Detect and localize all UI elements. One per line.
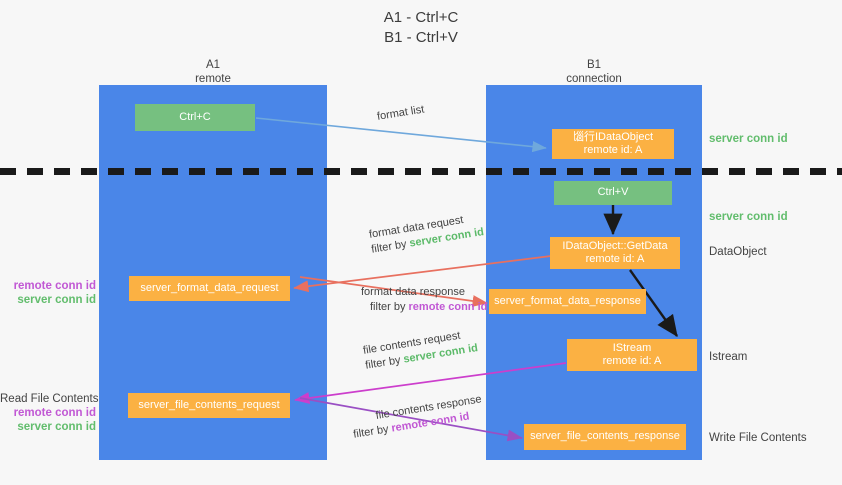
arrow-file-contents-response: [299, 397, 523, 442]
node-istream[interactable]: IStream remote id: A: [567, 339, 697, 371]
lane-header-b1: B1 connection: [494, 58, 694, 86]
node-ctrl-c[interactable]: Ctrl+C: [135, 104, 255, 131]
lane-b1-subtitle: connection: [566, 73, 622, 85]
node-server-file-contents-response[interactable]: server_file_contents_response: [524, 424, 686, 450]
title-line-2: B1 - Ctrl+V: [384, 29, 458, 46]
arrow-format-list: [255, 117, 547, 153]
note-server-conn-id-top: server conn id: [709, 133, 788, 145]
note-istream: Istream: [709, 351, 748, 363]
node-ctrl-v[interactable]: Ctrl+V: [554, 181, 672, 205]
node-idataobject[interactable]: 匘行IDataObject remote id: A: [552, 129, 674, 159]
note-format-server-conn-id: server conn id: [17, 294, 96, 306]
node-ctrl-v-label: Ctrl+V: [597, 186, 629, 199]
edge-label-format-data-response: format data response filter by remote co…: [361, 285, 487, 315]
node-server-file-contents-response-label: server_file_contents_response: [530, 430, 680, 443]
title-line-1: A1 - Ctrl+C: [383, 9, 459, 26]
node-idataobject-getdata[interactable]: IDataObject::GetData remote id: A: [550, 237, 680, 269]
node-server-format-data-response-label: server_format_data_response: [494, 294, 641, 307]
arrow-format-data-request: [293, 255, 552, 293]
edge-label-format-data-response-line1: format data response: [361, 286, 465, 298]
lane-b1-title: B1: [586, 59, 602, 71]
node-idataobject-line2: remote id: A: [583, 144, 643, 156]
node-server-file-contents-request[interactable]: server_file_contents_request: [128, 393, 290, 418]
node-server-file-contents-request-label: server_file_contents_request: [138, 398, 280, 411]
note-file-remote-conn-id: remote conn id: [13, 407, 96, 419]
node-ctrl-c-label: Ctrl+C: [179, 110, 211, 123]
node-idataobject-line1: 匘行IDataObject: [572, 130, 654, 143]
node-getdata-line1: IDataObject::GetData: [562, 239, 668, 252]
note-read-file-contents-heading: Read File Contents: [0, 393, 99, 405]
node-server-format-data-response[interactable]: server_format_data_response: [489, 289, 646, 314]
note-format-conn-ids: remote conn id server conn id: [0, 279, 96, 307]
note-file-server-conn-id: server conn id: [17, 421, 96, 433]
lane-header-a1: A1 remote: [113, 58, 313, 86]
arrow-getdata-to-istream: [629, 269, 678, 337]
node-server-format-data-request[interactable]: server_format_data_request: [129, 276, 290, 301]
arrow-format-data-response: [299, 276, 488, 307]
divider-dashed-line: [0, 168, 842, 175]
page-title: A1 - Ctrl+C B1 - Ctrl+V: [0, 8, 842, 48]
note-dataobject: DataObject: [709, 246, 767, 258]
node-istream-line2: remote id: A: [602, 355, 662, 367]
note-read-file-contents-group: Read File Contents remote conn id server…: [0, 392, 99, 434]
note-write-file-contents: Write File Contents: [709, 432, 807, 444]
lane-a1-subtitle: remote: [195, 73, 231, 85]
arrow-file-contents-request: [294, 362, 567, 404]
node-server-format-data-request-label: server_format_data_request: [140, 281, 279, 294]
node-istream-line1: IStream: [612, 341, 652, 354]
note-format-remote-conn-id: remote conn id: [13, 280, 96, 292]
edge-label-format-data-response-key: remote conn id: [408, 301, 488, 313]
node-getdata-line2: remote id: A: [585, 253, 645, 265]
note-server-conn-id-mid: server conn id: [709, 211, 788, 223]
edge-label-format-data-response-prefix: filter by: [370, 301, 409, 313]
lane-a1-title: A1: [205, 59, 221, 71]
